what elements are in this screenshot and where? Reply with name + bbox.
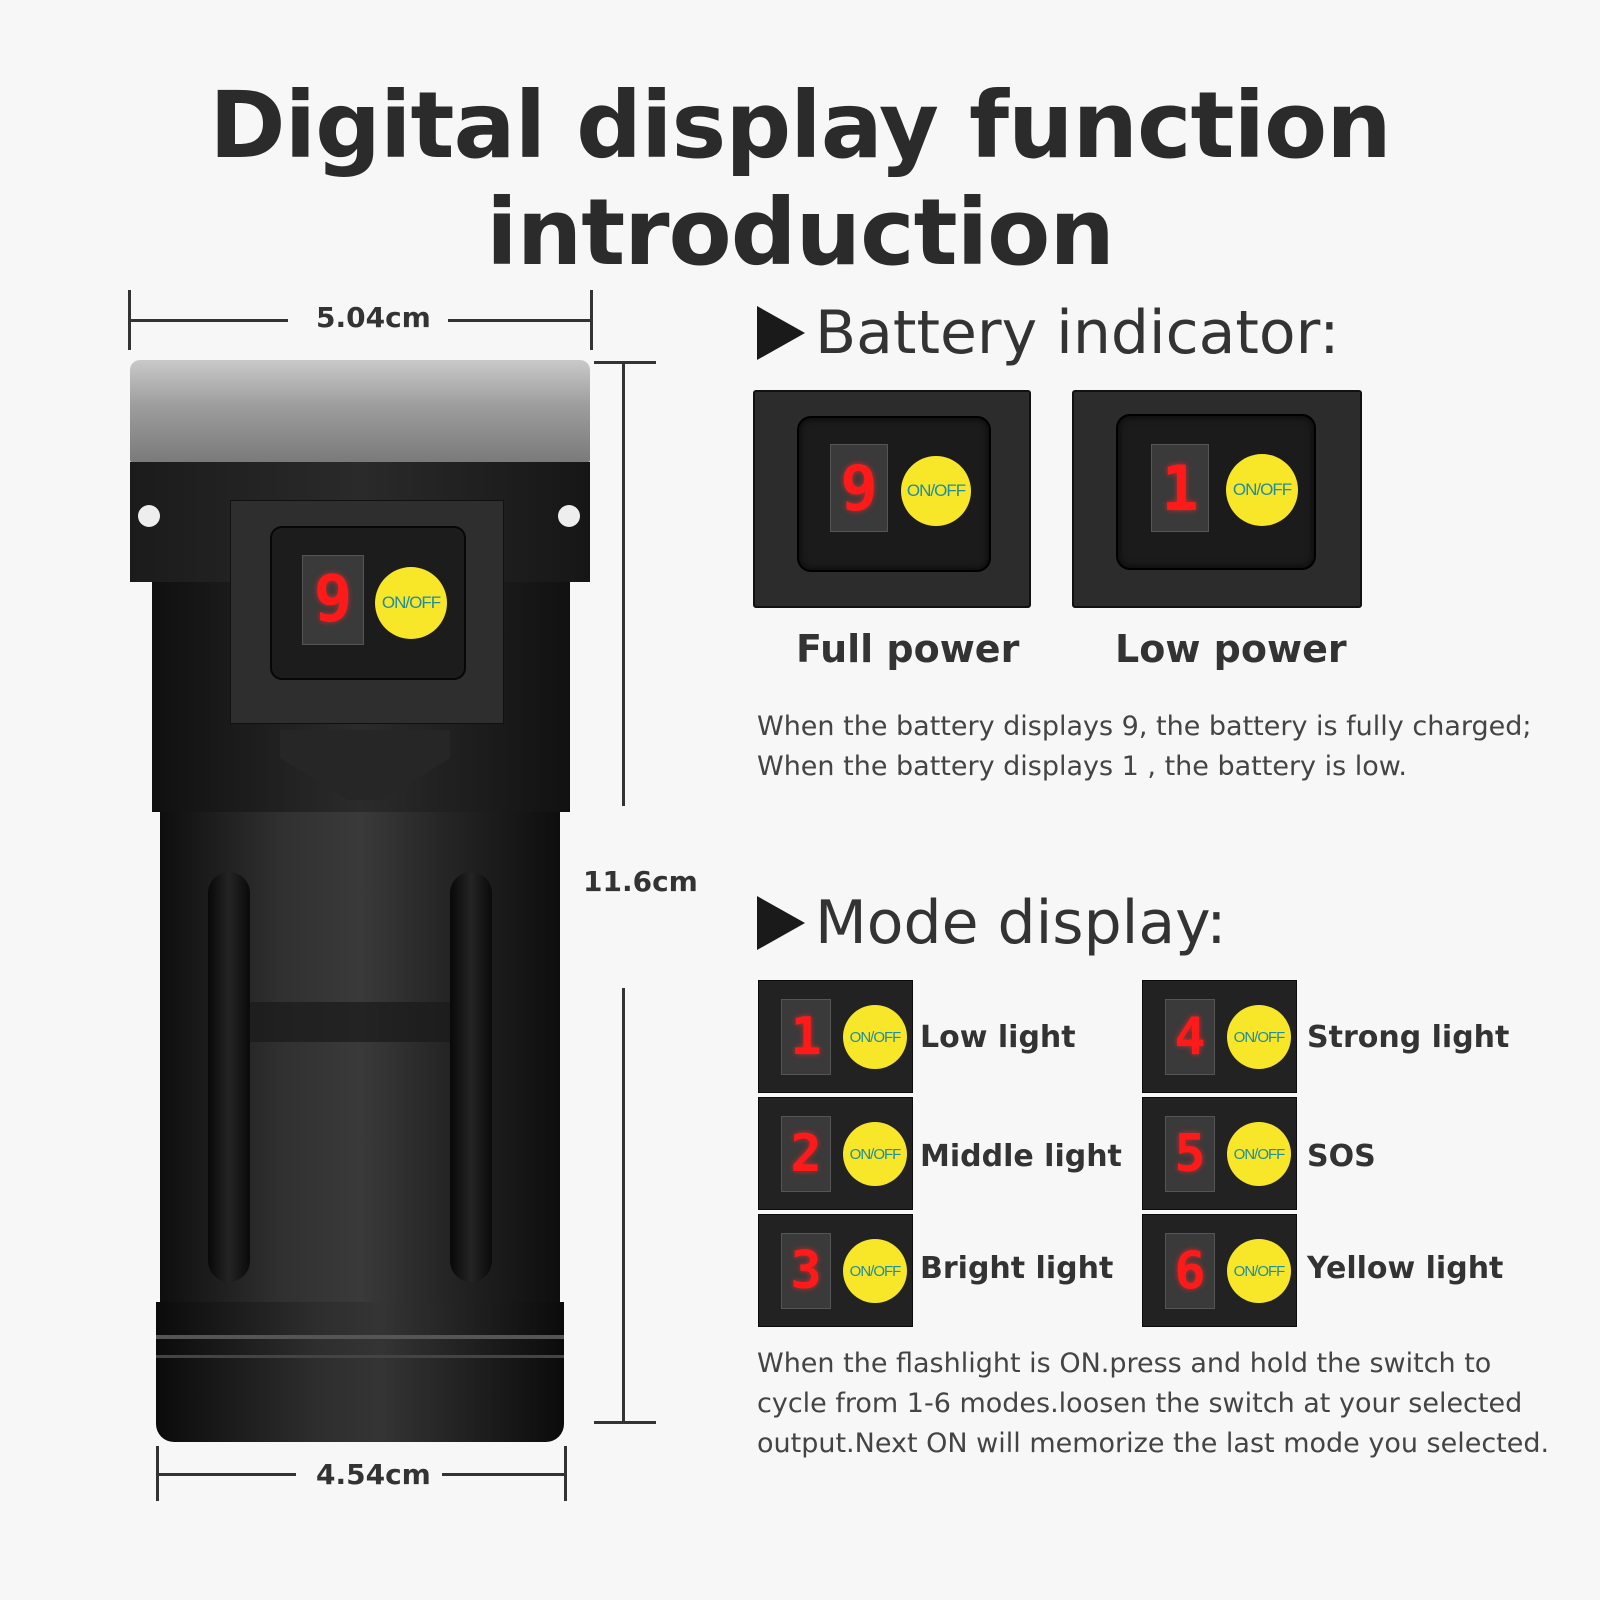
mode-3-onoff-button: ON/OFF [843,1239,907,1303]
dim-label-top-width: 5.04cm [316,301,431,334]
mode-panel-1: 1 ON/OFF [758,980,913,1093]
battery-description: When the battery displays 9, the battery… [757,707,1531,787]
triangle-bullet-icon [757,306,805,360]
flashlight-digit-display: 9 [302,555,364,645]
battery-low-digit: 1 [1151,444,1209,532]
mode-panel-6: 6 ON/OFF [1142,1214,1297,1327]
mode-1-label: Low light [920,1020,1076,1055]
battery-low-panel: 1 ON/OFF [1072,390,1362,608]
mode-panel-3: 3 ON/OFF [758,1214,913,1327]
mode-1-onoff-button: ON/OFF [843,1005,907,1069]
mode-3-digit: 3 [781,1233,831,1309]
mount-hole-left [138,505,160,527]
mode-heading-text: Mode display: [815,888,1227,958]
mode-5-onoff-button: ON/OFF [1227,1122,1291,1186]
mode-description-line-2: cycle from 1-6 modes.loosen the switch a… [757,1388,1523,1419]
mode-5-digit: 5 [1165,1116,1215,1192]
mode-6-digit: 6 [1165,1233,1215,1309]
mode-5-label: SOS [1307,1139,1376,1174]
battery-description-line-2: When the battery displays 1 , the batter… [757,751,1407,782]
mode-heading: Mode display: [757,888,1226,958]
mode-panel-2: 2 ON/OFF [758,1097,913,1210]
mode-2-onoff-button: ON/OFF [843,1122,907,1186]
grip-groove-left [208,872,250,1282]
mode-description-line-3: output.Next ON will memorize the last mo… [757,1428,1550,1459]
dim-line-bottom-right [442,1473,566,1476]
flashlight-power-button[interactable]: ON/OFF [375,567,447,639]
dim-tick-right [590,290,593,350]
dim-line-upper [622,361,625,806]
triangle-bullet-icon [757,896,805,950]
mount-hole-right [558,505,580,527]
battery-low-window [1116,414,1316,570]
mode-2-digit: 2 [781,1116,831,1192]
dim-line-right [448,319,592,322]
dim-tick-top [594,361,656,364]
battery-full-digit: 9 [830,444,888,532]
mode-4-digit: 4 [1165,999,1215,1075]
mode-2-label: Middle light [920,1139,1122,1174]
dim-tick-bottom-right [564,1446,567,1501]
battery-full-onoff-button: ON/OFF [901,456,971,526]
dim-line-left [128,319,288,322]
mode-4-label: Strong light [1307,1020,1510,1055]
mode-3-label: Bright light [920,1251,1114,1286]
flashlight-image: 9 ON/OFF [130,360,600,1480]
mode-panel-5: 5 ON/OFF [1142,1097,1297,1210]
battery-heading-text: Battery indicator: [815,298,1340,368]
dim-line-lower [622,988,625,1423]
page-title: Digital display function introduction [209,72,1391,286]
battery-low-onoff-button: ON/OFF [1226,454,1298,526]
dim-tick-bottom [594,1421,656,1424]
mode-panel-4: 4 ON/OFF [1142,980,1297,1093]
grip-band [250,1002,450,1042]
mode-description: When the flashlight is ON.press and hold… [757,1344,1549,1464]
battery-full-panel: 9 ON/OFF [753,390,1031,608]
mode-4-onoff-button: ON/OFF [1227,1005,1291,1069]
flashlight-tail-cap [156,1302,564,1442]
battery-heading: Battery indicator: [757,298,1339,368]
flashlight-bezel [130,360,590,462]
battery-low-label: Low power [1115,627,1347,671]
grip-groove-right [450,872,492,1282]
tail-cap-ring [156,1335,564,1339]
tail-cap-ring-2 [156,1355,564,1358]
mode-6-label: Yellow light [1307,1251,1504,1286]
battery-description-line-1: When the battery displays 9, the battery… [757,711,1532,742]
mode-6-onoff-button: ON/OFF [1227,1239,1291,1303]
dim-line-bottom-left [156,1473,296,1476]
dim-label-bottom-width: 4.54cm [316,1458,431,1491]
dim-label-height: 11.6cm [583,865,698,898]
mode-1-digit: 1 [781,999,831,1075]
battery-full-label: Full power [796,627,1020,671]
mode-description-line-1: When the flashlight is ON.press and hold… [757,1348,1492,1379]
